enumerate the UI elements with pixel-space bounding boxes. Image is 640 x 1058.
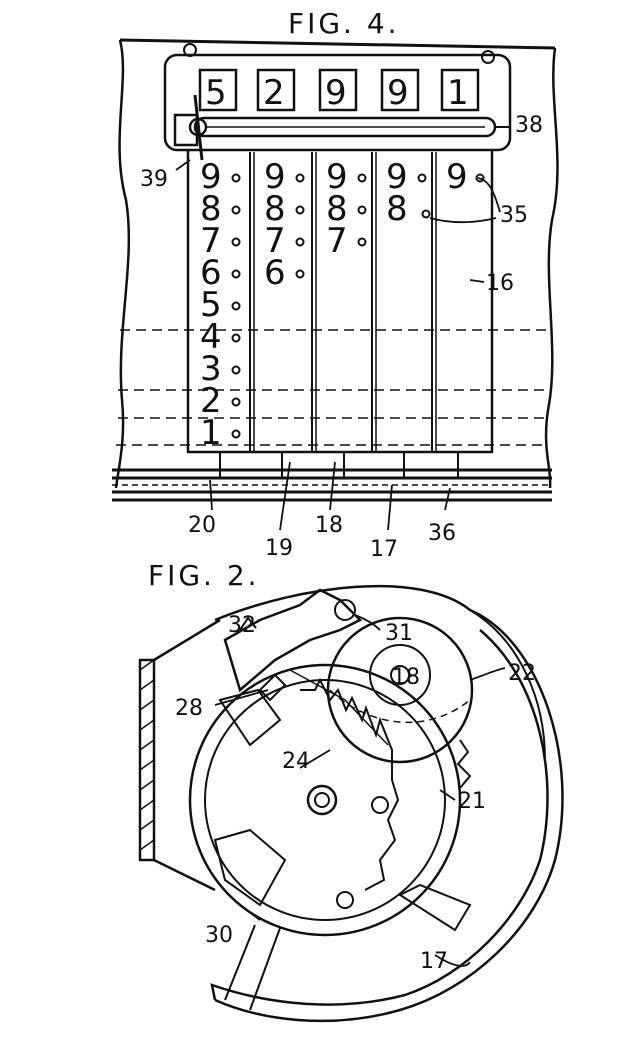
slide-digit: 9 bbox=[386, 157, 408, 197]
slide-digit: 8 bbox=[326, 189, 348, 229]
label-22: 22 bbox=[508, 661, 536, 686]
slide-digit: 9 bbox=[264, 157, 286, 197]
window-5: 1 bbox=[440, 68, 480, 113]
column-18-holes bbox=[357, 173, 367, 247]
column-19-digits: 9 8 7 6 bbox=[264, 157, 305, 293]
slide-digit: 8 bbox=[200, 189, 222, 229]
fig4-leader-lines bbox=[175, 159, 501, 531]
fig2-leader-lines bbox=[214, 614, 506, 967]
label-31: 31 bbox=[385, 621, 413, 646]
column-20-holes bbox=[231, 173, 241, 439]
fig4-top-plate bbox=[163, 43, 512, 152]
slide-digit: 4 bbox=[200, 317, 222, 357]
fig2-pawl-arm bbox=[223, 588, 472, 789]
fig2-outer-casing bbox=[210, 584, 564, 1023]
fig4-slot-bar bbox=[173, 94, 510, 161]
slide-digit: 8 bbox=[386, 189, 408, 229]
slide-digit: 9 bbox=[446, 157, 468, 197]
label-36: 36 bbox=[428, 521, 456, 546]
slide-digit: 3 bbox=[200, 349, 222, 389]
label-35: 35 bbox=[500, 203, 528, 228]
slide-digit: 7 bbox=[326, 221, 348, 261]
label-38: 38 bbox=[515, 113, 543, 138]
fig4-digit-windows: 5 2 9 9 1 bbox=[198, 68, 480, 113]
column-20-digits: 9 8 7 6 5 4 3 2 1 bbox=[200, 157, 241, 453]
fig2-inner-disk bbox=[188, 663, 472, 1011]
window-digit: 5 bbox=[205, 73, 227, 113]
fig2-side-wall bbox=[138, 618, 221, 892]
window-digit: 2 bbox=[263, 73, 285, 113]
label-18: 18 bbox=[315, 513, 343, 538]
label-16: 16 bbox=[486, 271, 514, 296]
fig2-pinion-wheel bbox=[326, 616, 474, 764]
label-19: 19 bbox=[265, 536, 293, 561]
label-28: 28 bbox=[175, 696, 203, 721]
slide-digit: 9 bbox=[326, 157, 348, 197]
window-2: 2 bbox=[256, 68, 296, 113]
slide-digit: 2 bbox=[200, 381, 222, 421]
label-30: 30 bbox=[205, 923, 233, 948]
slide-digit: 9 bbox=[200, 157, 222, 197]
label-32: 32 bbox=[228, 613, 256, 638]
window-digit: 1 bbox=[447, 73, 469, 113]
slide-digit: 7 bbox=[200, 221, 222, 261]
column-19-holes bbox=[295, 173, 305, 279]
label-17-fig2: 17 bbox=[420, 949, 448, 974]
fig4-title: FIG. 4. bbox=[288, 7, 400, 40]
label-18-fig2: 18 bbox=[392, 665, 420, 690]
column-36-digits: 9 bbox=[446, 157, 485, 197]
slide-digit: 6 bbox=[264, 253, 286, 293]
label-39: 39 bbox=[140, 167, 168, 192]
window-3: 9 bbox=[318, 68, 358, 113]
label-24: 24 bbox=[282, 749, 310, 774]
fig2-title: FIG. 2. bbox=[148, 559, 260, 592]
fig4-slide-columns bbox=[186, 150, 494, 478]
fig2-gear-rack bbox=[289, 669, 400, 891]
window-digit: 9 bbox=[387, 73, 409, 113]
window-1: 5 bbox=[198, 68, 238, 113]
window-4: 9 bbox=[380, 68, 420, 113]
label-17: 17 bbox=[370, 537, 398, 562]
fig2-hub bbox=[306, 784, 389, 909]
label-21: 21 bbox=[458, 789, 486, 814]
slide-digit: 8 bbox=[264, 189, 286, 229]
slide-digit: 7 bbox=[264, 221, 286, 261]
column-18-digits: 9 8 7 bbox=[326, 157, 367, 261]
slide-digit: 5 bbox=[200, 285, 222, 325]
slide-digit: 1 bbox=[200, 413, 222, 453]
column-17-holes bbox=[417, 173, 431, 219]
label-20: 20 bbox=[188, 513, 216, 538]
column-17-digits: 9 8 bbox=[386, 157, 431, 229]
window-digit: 9 bbox=[325, 73, 347, 113]
slide-digit: 6 bbox=[200, 253, 222, 293]
